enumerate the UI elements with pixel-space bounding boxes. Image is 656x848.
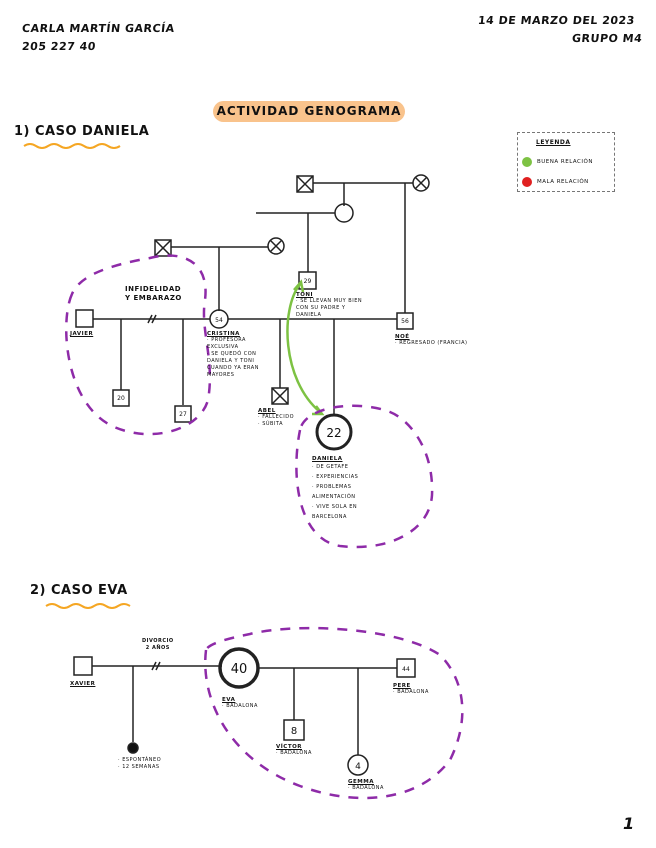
note-line: y embarazo — [125, 294, 182, 302]
good-relation-arrow — [286, 283, 321, 413]
legend-label: Mala relación — [537, 179, 589, 185]
mother-symbol — [334, 203, 354, 223]
gemma-symbol — [347, 754, 369, 776]
note-line: Badalona — [397, 689, 429, 695]
daniela-name: Daniela — [312, 456, 343, 462]
grandmother2-deceased-symbol — [267, 237, 285, 255]
cristina-note: · Profesora exclusiva· Se quedó con Dani… — [207, 337, 259, 378]
child2-symbol — [174, 405, 192, 423]
note-line: Fallecido — [262, 414, 295, 420]
noe-symbol — [396, 312, 414, 330]
miscarriage-symbol — [127, 742, 139, 754]
note-line: Badalona — [226, 703, 258, 709]
xavier-symbol — [73, 656, 93, 676]
toni-note: · Se llevan muy bien con su padre y Dani… — [296, 298, 363, 318]
note-line: Súbita — [262, 421, 284, 427]
pere-label: Pere · Badalona — [393, 683, 429, 696]
cristina-name: Cristina — [207, 331, 240, 337]
legend-item-bad: Mala relación — [522, 177, 589, 187]
note-line: Se llevan muy bien con su padre y Daniel… — [296, 298, 363, 318]
note-line: Espontáneo — [122, 757, 162, 763]
note-line: Badalona — [352, 785, 384, 791]
noe-note: · Regresado (Francia) — [395, 340, 468, 346]
red-dot-icon — [522, 177, 532, 187]
pere-age: 44 — [402, 666, 410, 673]
gemma-age: 4 — [355, 762, 361, 772]
note-line: De Getafe — [316, 464, 349, 470]
green-dot-icon — [522, 157, 532, 167]
relation-note-case1: Infidelidad y embarazo — [125, 285, 182, 303]
abel-deceased-symbol — [271, 387, 289, 405]
pere-note: · Badalona — [393, 689, 429, 695]
toni-label: Toni · Se llevan muy bien con su padre y… — [296, 292, 371, 319]
note-line: Divorcio — [142, 638, 174, 644]
eva-age: 40 — [231, 662, 248, 677]
gemma-name: Gemma — [348, 779, 374, 785]
xavier-name: Xavier — [70, 681, 96, 687]
abel-label: Abel · Fallecido· Súbita — [258, 408, 294, 428]
grandfather2-deceased-symbol — [154, 239, 172, 257]
cristina-label: Cristina · Profesora exclusiva· Se quedó… — [207, 331, 277, 379]
pere-symbol — [396, 658, 416, 678]
eva-name: Eva — [222, 697, 236, 703]
legend-label: Buena relación — [537, 159, 593, 165]
child2-age: 27 — [179, 411, 187, 418]
victor-age: 8 — [291, 726, 297, 737]
daniela-age: 22 — [326, 426, 341, 440]
page-number: 1 — [623, 814, 635, 833]
case1-underline — [23, 143, 121, 149]
toni-age: 29 — [304, 278, 312, 285]
note-line: Vive sola en Barcelona — [312, 504, 358, 520]
note-line: Experiencias — [316, 474, 359, 480]
daniela-note: · De Getafe · Experiencias · Problemas a… — [312, 464, 359, 520]
note-line: Profesora exclusiva — [207, 337, 246, 350]
legend-title: Leyenda — [536, 139, 571, 146]
note-line: 2 años — [145, 645, 170, 651]
child1-symbol — [112, 389, 130, 407]
victor-name: Víctor — [276, 744, 303, 750]
note-line: 12 semanas — [122, 764, 160, 770]
grandfather-deceased-symbol — [296, 175, 314, 193]
abel-name: Abel — [258, 408, 276, 414]
pere-name: Pere — [393, 683, 411, 689]
victor-label: Víctor · Badalona — [276, 744, 312, 757]
note-line: Se quedó con Daniela y Toni cuando ya er… — [207, 351, 259, 378]
noe-name: Noé — [395, 334, 410, 340]
page-title: Actividad Genograma — [216, 104, 402, 118]
javier-symbol — [75, 309, 94, 328]
household-cluster-daniela — [295, 404, 434, 549]
child1-age: 20 — [117, 395, 125, 402]
cristina-age: 54 — [215, 317, 223, 324]
case2-title: 2) Caso Eva — [30, 583, 128, 598]
note-line: Problemas alimentación — [312, 484, 356, 500]
household-cluster-javier — [64, 254, 212, 436]
note-line: Infidelidad — [125, 285, 182, 293]
gemma-note: · Badalona — [348, 785, 384, 791]
toni-symbol — [298, 271, 317, 290]
deceased-cross — [296, 175, 314, 193]
case1-title: 1) Caso Daniela — [14, 124, 150, 139]
daniela-index-symbol — [315, 413, 353, 451]
note-line: Badalona — [280, 750, 312, 756]
abel-note: · Fallecido· Súbita — [258, 414, 295, 427]
legend: Leyenda Buena relación Mala relación — [517, 132, 615, 192]
household-cluster-eva — [204, 626, 464, 800]
legend-item-good: Buena relación — [522, 157, 593, 167]
note-line: Regresado (Francia) — [399, 340, 468, 346]
case2-underline — [45, 603, 131, 609]
toni-name: Toni — [296, 292, 314, 298]
noe-age: 56 — [401, 318, 409, 325]
gemma-label: Gemma · Badalona — [348, 779, 384, 792]
title-highlight: Actividad Genograma — [213, 101, 405, 122]
victor-symbol — [283, 719, 305, 741]
noe-label: Noé · Regresado (Francia) — [395, 334, 468, 347]
victor-note: · Badalona — [276, 750, 312, 756]
javier-name: Javier — [70, 331, 94, 337]
eva-label: Eva · Badalona — [222, 697, 258, 710]
daniela-label: Daniela · De Getafe · Experiencias · Pro… — [312, 456, 392, 522]
relation-note-case2: Divorcio 2 años — [142, 638, 174, 652]
eva-note: · Badalona — [222, 703, 258, 709]
miscarriage-note: · Espontáneo · 12 semanas — [118, 757, 162, 770]
